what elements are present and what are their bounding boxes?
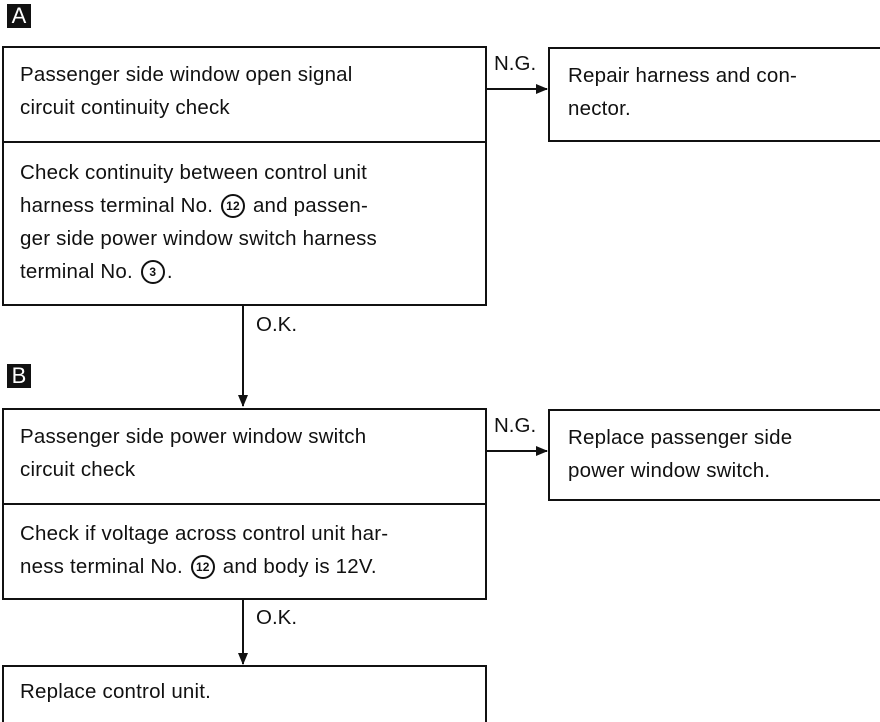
step-b-line2-post-text: and body is 12V.: [222, 555, 377, 578]
step-a-instruction-line: ger side power window switch harness: [20, 222, 377, 255]
terminal-number-badge: 3: [140, 260, 165, 284]
step-a-ok-label: O.K.: [256, 313, 298, 336]
step-b-title: Passenger side power window switch circu…: [20, 420, 477, 486]
step-a-instruction-line: terminal No. 3.: [20, 255, 173, 288]
step-b-ng-result-text: Replace passenger side power window swit…: [568, 421, 872, 487]
step-b-ng-result-box: Replace passenger side power window swit…: [548, 409, 880, 501]
final-step-box: Replace control unit.: [2, 665, 487, 722]
step-b-divider: [4, 503, 485, 505]
step-a-marker: A: [7, 4, 31, 28]
step-a-line3-text: ger side power window switch harness: [20, 227, 378, 250]
result-line: Replace passenger side: [568, 426, 793, 449]
terminal-number-badge: 12: [190, 555, 215, 579]
step-a-line1-text: Check continuity between control unit: [20, 161, 367, 184]
step-a-ng-label: N.G.: [494, 52, 537, 75]
step-a-line2-post-text: and passen-: [252, 194, 368, 217]
result-line: Repair harness and con-: [568, 64, 798, 87]
step-a-ng-result-box: Repair harness and con- nector.: [548, 47, 880, 142]
step-b-instruction-line: Check if voltage across control unit har…: [20, 517, 388, 550]
step-b-instruction-line: ness terminal No. 12 and body is 12V.: [20, 550, 377, 583]
step-a-line2-text: harness terminal No.: [20, 194, 214, 217]
terminal-number-badge: 12: [221, 194, 246, 218]
step-a-title-line: circuit continuity check: [20, 96, 230, 119]
step-a-line4-text: terminal No.: [20, 260, 133, 283]
step-a-instruction-line: harness terminal No. 12 and passen-: [20, 189, 368, 222]
step-a-title-line: Passenger side window open signal: [20, 63, 353, 86]
step-a-ng-result-text: Repair harness and con- nector.: [568, 59, 872, 125]
step-b-ok-label: O.K.: [256, 606, 298, 629]
step-b-marker: B: [7, 364, 31, 388]
step-b-line2-text: ness terminal No.: [20, 555, 183, 578]
step-b-marker-letter: B: [11, 363, 27, 388]
step-a-line4-post-text: .: [166, 260, 173, 283]
result-line: power window switch.: [568, 459, 771, 482]
step-b-title-line: circuit check: [20, 458, 136, 481]
step-b-line1-text: Check if voltage across control unit har…: [20, 522, 389, 545]
step-b-box: Passenger side power window switch circu…: [2, 408, 487, 600]
step-a-title: Passenger side window open signal circui…: [20, 58, 477, 124]
step-b-ng-label: N.G.: [494, 414, 537, 437]
step-a-divider: [4, 141, 485, 143]
result-line: nector.: [568, 97, 631, 120]
step-a-marker-letter: A: [11, 3, 27, 28]
step-a-instruction-line: Check continuity between control unit: [20, 156, 367, 189]
step-b-title-line: Passenger side power window switch: [20, 425, 367, 448]
final-step-text: Replace control unit.: [20, 680, 212, 703]
step-a-box: Passenger side window open signal circui…: [2, 46, 487, 306]
